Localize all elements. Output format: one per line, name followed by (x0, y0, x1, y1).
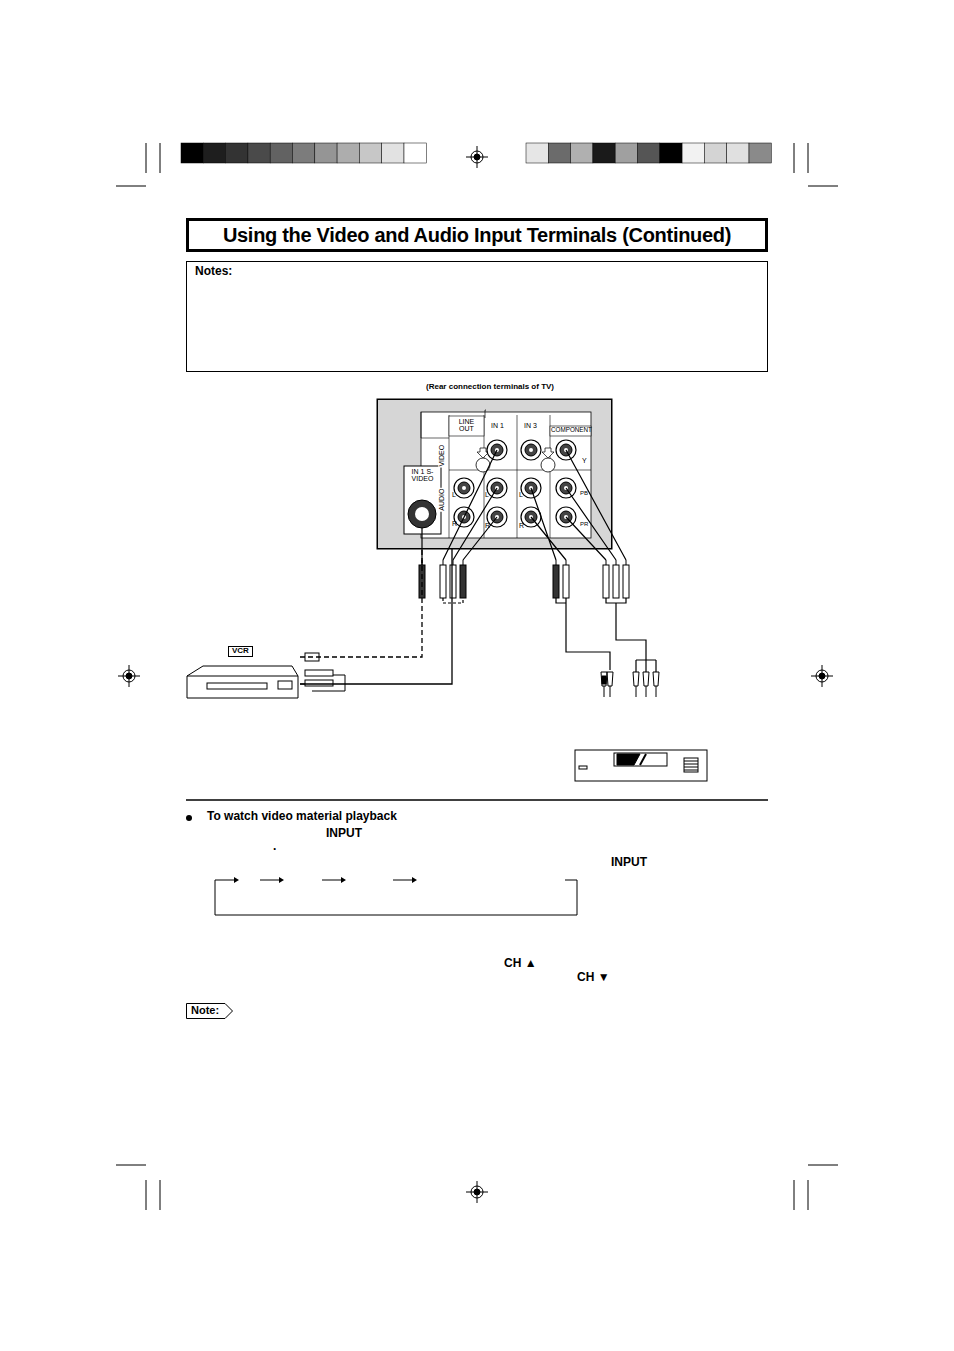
gray-patch (682, 143, 704, 163)
gray-patch (548, 143, 570, 163)
cable-connector (300, 549, 422, 657)
terminal-label: L (485, 491, 489, 498)
rca-jack-pin (529, 448, 533, 452)
rca-jack-core (525, 444, 537, 456)
instruction-text: . (273, 840, 276, 853)
gray-patch (270, 143, 292, 163)
cable-line (300, 549, 422, 657)
cable-plug (613, 565, 619, 598)
gray-patch (749, 143, 771, 163)
tv-panel (377, 399, 612, 549)
crop-marks (116, 143, 838, 1210)
gray-patch (615, 143, 637, 163)
gray-patch (638, 143, 660, 163)
gray-patch (226, 143, 248, 163)
terminal-label: AUDIO (438, 488, 445, 512)
vcr-drawing (187, 653, 333, 698)
cable-plug (450, 565, 456, 598)
node-label: VCR (228, 646, 253, 657)
terminal-label: PB (580, 490, 588, 496)
rca-jack-pin (462, 486, 466, 490)
note-tag: Note: (186, 1003, 233, 1019)
cable-connector (300, 549, 452, 684)
terminal-label: R (452, 520, 457, 527)
note-tag-shape (187, 1004, 233, 1019)
terminal-label: L (452, 491, 456, 498)
plug-tip (463, 560, 464, 565)
terminal-label: PR (580, 521, 588, 527)
rca-jack (454, 478, 474, 498)
gray-patch (248, 143, 270, 163)
plug-tip (616, 560, 617, 565)
vcr: VCR (187, 646, 300, 700)
terminal-label: LINE OUT (451, 418, 482, 433)
terminal-label: Y (582, 457, 587, 464)
terminal-label: IN 1 (491, 422, 504, 429)
plug-tip (626, 560, 627, 565)
cable-line (300, 549, 452, 684)
cable-plug (440, 565, 446, 598)
cable-plug (603, 565, 609, 598)
bottom-graphics (186, 800, 768, 915)
terminal-label: L (519, 491, 523, 498)
gray-patch (293, 143, 315, 163)
dvd-player (575, 672, 707, 781)
registration-cross (811, 665, 833, 687)
gray-patch (359, 143, 381, 163)
cables (300, 450, 656, 691)
instruction-text: To watch video material playback (207, 810, 397, 823)
instruction-text: CH ▼ (577, 971, 610, 984)
cable-plug (563, 565, 569, 598)
gray-patch (382, 143, 404, 163)
cable-plug (553, 565, 559, 598)
page-title: Using the Video and Audio Input Terminal… (189, 221, 765, 249)
gray-patch (181, 143, 203, 163)
plug-tip (443, 560, 444, 565)
plug-tip (556, 560, 557, 565)
terminal-label: COMPONENT (551, 427, 590, 434)
node-label: Notes: (195, 265, 232, 278)
terminal-label: IN 1 S-VIDEO (404, 468, 441, 483)
cable-plug (623, 565, 629, 598)
gray-patch (704, 143, 726, 163)
notes-box: Notes: (186, 261, 768, 372)
gray-patch (203, 143, 225, 163)
gray-patch (660, 143, 682, 163)
rca-jack (521, 440, 541, 460)
gray-patch (593, 143, 615, 163)
gray-patch (727, 143, 749, 163)
gray-patch (315, 143, 337, 163)
title-box: Using the Video and Audio Input Terminal… (186, 218, 768, 252)
terminal-label: R (485, 522, 490, 529)
gray-patch (571, 143, 593, 163)
node-label: (Rear connection terminals of TV) (426, 383, 554, 392)
registration-cross (118, 665, 140, 687)
instruction-text: INPUT (326, 827, 362, 840)
registration-marks (118, 146, 833, 1203)
node-label: Note: (191, 1004, 219, 1016)
instruction-text: INPUT (611, 856, 647, 869)
terminal-label: VIDEO (438, 444, 445, 468)
registration-cross (466, 146, 488, 168)
plug-tip (566, 560, 567, 565)
registration-cross (466, 1181, 488, 1203)
rca-jack-core (458, 482, 470, 494)
gray-patch (337, 143, 359, 163)
color-bars (181, 143, 771, 163)
terminal-label: R (519, 522, 524, 529)
instruction-text: CH ▲ (504, 957, 537, 970)
gray-patch (526, 143, 548, 163)
cable-plug (460, 565, 466, 598)
plug-tip (606, 560, 607, 565)
terminal-label: IN 3 (524, 422, 537, 429)
gray-patch (404, 143, 426, 163)
